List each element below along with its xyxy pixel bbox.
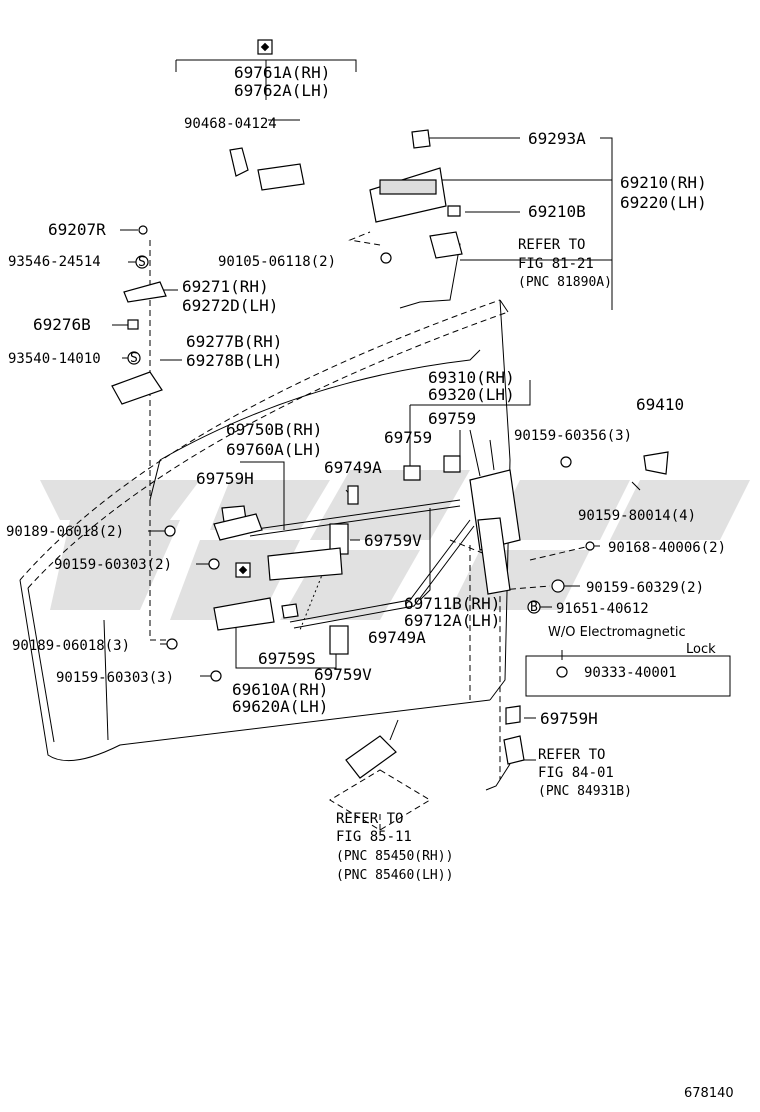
label-69761a: 69761A(RH) — [234, 63, 330, 82]
refer3-line3: (PNC 85450(RH)) — [336, 849, 453, 864]
labels: 69761A(RH) 69762A(LH) 90468-04124 69293A… — [6, 63, 734, 1101]
label-90189-1: 90189-06018(2) — [6, 524, 124, 540]
watermark — [40, 470, 750, 620]
label-69762a: 69762A(LH) — [234, 81, 330, 100]
label-69210b: 69210B — [528, 202, 586, 221]
label-69293a: 69293A — [528, 129, 586, 148]
label-69320: 69320(LH) — [428, 385, 515, 404]
label-90159-60303-b: 90159-60303(3) — [56, 670, 174, 686]
refer1-line2: FIG 81-21 — [518, 256, 594, 272]
refer3-line4: (PNC 85460(LH)) — [336, 868, 453, 883]
label-91651: 91651-40612 — [556, 601, 649, 617]
label-90159-60356: 90159-60356(3) — [514, 428, 632, 444]
label-93546: 93546-24514 — [8, 254, 101, 270]
refer1-line1: REFER TO — [518, 237, 585, 253]
label-69749a-2: 69749A — [368, 628, 426, 647]
refer1-line3: (PNC 81890A) — [518, 275, 612, 290]
label-69759h-1: 69759H — [196, 469, 254, 488]
refer2-line3: (PNC 84931B) — [538, 784, 632, 799]
label-69272d: 69272D(LH) — [182, 296, 278, 315]
refer2-line1: REFER TO — [538, 747, 605, 763]
label-90159-80014: 90159-80014(4) — [578, 508, 696, 524]
label-69620a: 69620A(LH) — [232, 697, 328, 716]
label-69750b: 69750B(RH) — [226, 420, 322, 439]
label-69759-a: 69759 — [428, 409, 476, 428]
svg-text:S: S — [138, 255, 146, 270]
refer3-line2: FIG 85-11 — [336, 829, 412, 845]
label-69277b: 69277B(RH) — [186, 332, 282, 351]
note-wo-line1: W/O Electromagnetic — [548, 625, 686, 640]
label-69207r: 69207R — [48, 220, 106, 239]
door-outline — [19, 299, 511, 762]
label-69760a: 69760A(LH) — [226, 440, 322, 459]
label-69759h-2: 69759H — [540, 709, 598, 728]
label-69310: 69310(RH) — [428, 368, 515, 387]
label-90105: 90105-06118(2) — [218, 254, 336, 270]
label-69276b: 69276B — [33, 315, 91, 334]
label-93540: 93540-14010 — [8, 351, 101, 367]
figure-number: 678140 — [684, 1086, 734, 1101]
svg-text:S: S — [130, 351, 138, 366]
label-69712a: 69712A(LH) — [404, 611, 500, 630]
label-69278b: 69278B(LH) — [186, 351, 282, 370]
label-69749a-1: 69749A — [324, 458, 382, 477]
svg-text:B: B — [530, 600, 538, 615]
label-90168: 90168-40006(2) — [608, 540, 726, 556]
label-69271: 69271(RH) — [182, 277, 269, 296]
note-wo-line2: Lock — [686, 642, 716, 657]
label-69711b: 69711B(RH) — [404, 594, 500, 613]
label-90468: 90468-04124 — [184, 116, 277, 132]
label-69759-b: 69759 — [384, 428, 432, 447]
refer3-line1: REFER TO — [336, 811, 403, 827]
label-90159-60303-a: 90159-60303(2) — [54, 557, 172, 573]
parts: S S — [111, 39, 731, 791]
label-69759v-2: 69759V — [314, 665, 372, 684]
label-69410: 69410 — [636, 395, 684, 414]
label-69759s: 69759S — [258, 649, 316, 668]
label-69610a: 69610A(RH) — [232, 680, 328, 699]
label-69220: 69220(LH) — [620, 193, 707, 212]
refer2-line2: FIG 84-01 — [538, 765, 614, 781]
label-69210: 69210(RH) — [620, 173, 707, 192]
label-90333: 90333-40001 — [584, 665, 677, 681]
label-90189-2: 90189-06018(3) — [12, 638, 130, 654]
label-69759v-1: 69759V — [364, 531, 422, 550]
label-90159-60329: 90159-60329(2) — [586, 580, 704, 596]
